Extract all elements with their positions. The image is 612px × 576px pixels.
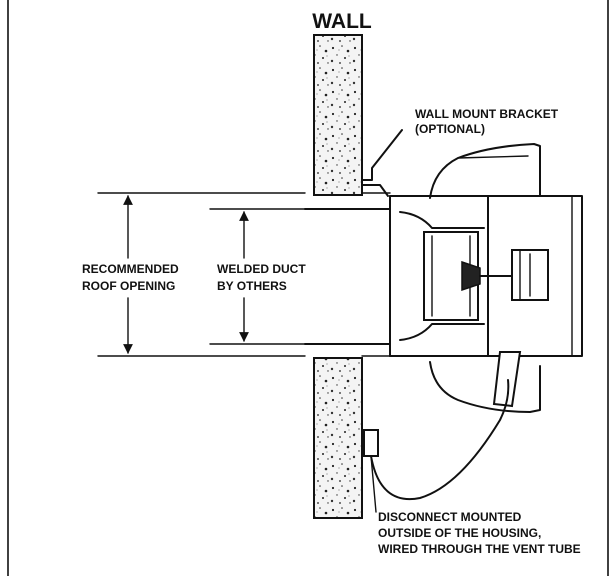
- duct-dimension: [209, 208, 306, 345]
- disconnect-label-3: WIRED THROUGH THE VENT TUBE: [378, 542, 581, 556]
- disconnect-box: [363, 429, 379, 457]
- roof-opening-dimension: [97, 192, 306, 357]
- welded-duct: [304, 192, 391, 357]
- fan-housing: [389, 143, 583, 413]
- roof-opening-label-1: RECOMMENDED: [82, 262, 179, 276]
- wall-lower: [313, 357, 363, 519]
- duct-label-1: WELDED DUCT: [217, 262, 306, 276]
- fan-hub: [461, 260, 481, 292]
- disconnect-label-2: OUTSIDE OF THE HOUSING,: [378, 526, 541, 540]
- wall-mount-bracket: [361, 129, 403, 197]
- disconnect-leader: [370, 455, 377, 513]
- disconnect-label-1: DISCONNECT MOUNTED: [378, 510, 522, 524]
- wall-title: WALL: [312, 10, 372, 33]
- vent-tube: [492, 351, 522, 408]
- bracket-label-2: (OPTIONAL): [415, 122, 485, 136]
- bracket-label-1: WALL MOUNT BRACKET: [415, 107, 559, 121]
- disconnect-wiring: [370, 379, 510, 501]
- duct-label-2: BY OTHERS: [217, 279, 287, 293]
- roof-opening-label-2: ROOF OPENING: [82, 279, 175, 293]
- wall-upper: [313, 34, 363, 196]
